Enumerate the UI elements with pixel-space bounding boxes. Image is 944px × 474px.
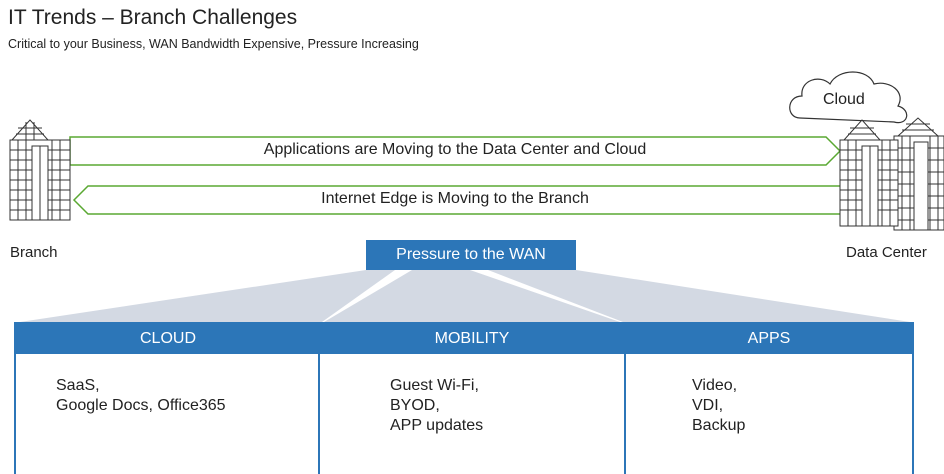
category-item: VDI, <box>692 397 724 414</box>
category-item: Backup <box>692 417 746 434</box>
category-apps-header: APPS <box>626 324 912 354</box>
category-apps-items: Video, VDI, Backup <box>692 376 745 436</box>
page-subtitle: Critical to your Business, WAN Bandwidth… <box>8 37 419 51</box>
category-apps: APPS Video, VDI, Backup <box>624 322 914 474</box>
cloud-icon <box>789 71 908 124</box>
inbound-flow-label: Internet Edge is Moving to the Branch <box>321 190 589 207</box>
fan-center <box>324 270 620 322</box>
category-cloud: CLOUD SaaS, Google Docs, Office365 <box>14 322 322 474</box>
category-mobility-header: MOBILITY <box>320 324 624 354</box>
pressure-to-wan-box: Pressure to the WAN <box>366 240 576 270</box>
pressure-fan <box>20 270 910 322</box>
category-mobility: MOBILITY Guest Wi-Fi, BYOD, APP updates <box>318 322 626 474</box>
data-center-label: Data Center <box>846 244 927 261</box>
fan-left <box>20 270 395 322</box>
outbound-flow-label: Applications are Moving to the Data Cent… <box>263 141 647 158</box>
branch-building-icon <box>9 119 71 221</box>
cloud-label: Cloud <box>823 91 865 108</box>
category-cloud-items: SaaS, Google Docs, Office365 <box>56 376 226 416</box>
category-item: Video, <box>692 377 738 394</box>
page-title: IT Trends – Branch Challenges <box>8 6 298 29</box>
category-item: APP updates <box>390 417 484 434</box>
branch-label: Branch <box>10 244 58 261</box>
category-item: BYOD, <box>390 397 440 414</box>
fan-right <box>488 270 910 322</box>
category-item: Google Docs, Office365 <box>56 397 226 414</box>
category-cloud-header: CLOUD <box>16 324 320 354</box>
category-mobility-items: Guest Wi-Fi, BYOD, APP updates <box>390 376 483 436</box>
data-center-building-icon <box>839 117 944 231</box>
category-item: SaaS, <box>56 377 100 394</box>
category-item: Guest Wi-Fi, <box>390 377 479 394</box>
